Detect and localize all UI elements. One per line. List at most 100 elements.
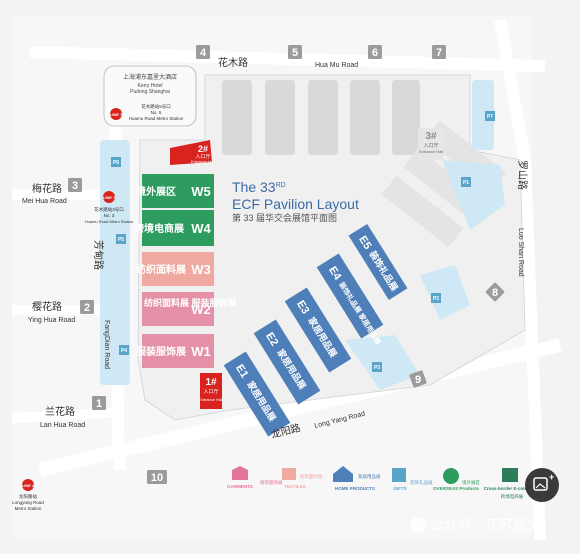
parking-p5-label: P5 bbox=[118, 237, 124, 243]
parking-p5 bbox=[116, 234, 126, 244]
metro-line2-icon bbox=[22, 479, 34, 491]
title-line2: ECF Pavilion Layout bbox=[232, 196, 359, 212]
legend-home-products: HOME PRODUCTS 家居用品展 bbox=[333, 466, 381, 491]
exhibition-site bbox=[100, 74, 526, 421]
watermark: 公众号 · 江苏嘉文 bbox=[410, 517, 540, 533]
gifts-icon bbox=[392, 468, 406, 482]
gate-7-num: 7 bbox=[436, 47, 442, 59]
gate-5-box bbox=[288, 45, 302, 59]
hall-w3[interactable] bbox=[142, 252, 214, 286]
hall-w5[interactable] bbox=[142, 174, 214, 208]
road-meihua-en: Mei Hua Road bbox=[22, 198, 67, 205]
legend-cross-border: Cross-border E-commerce 跨境电商展 bbox=[484, 468, 541, 500]
entrance-1[interactable]: 1# 入口厅 Entrance Hall bbox=[199, 373, 223, 409]
metro-exit3-cn: 花木路站3号口 bbox=[94, 206, 124, 213]
hotel-name-en1: Kerry Hotel bbox=[137, 83, 162, 89]
add-image-icon bbox=[533, 477, 548, 491]
parking-p3-label: P3 bbox=[374, 365, 380, 371]
entrance-3-en: Entrance Hall bbox=[419, 149, 443, 154]
gate-4-num: 4 bbox=[200, 47, 207, 59]
hall-w1-code: W1 bbox=[191, 344, 211, 359]
gate-3[interactable]: 3 bbox=[68, 178, 82, 192]
legend-cross-border-en: Cross-border E-commerce bbox=[484, 486, 541, 491]
hall-w3-code: W3 bbox=[191, 262, 211, 277]
gate-5[interactable]: 5 bbox=[288, 45, 302, 59]
gate-6[interactable]: 6 bbox=[368, 45, 382, 59]
entrance-2-cn: 入口厅 bbox=[195, 154, 210, 160]
hall-e4[interactable] bbox=[316, 253, 384, 339]
w-halls: 境外展区 W5 跨境电商展 W4 纺织面料展 W3 纺织面料展 服装服饰展 W2… bbox=[134, 174, 237, 368]
entrance-3-cn: 入口厅 bbox=[423, 143, 438, 149]
metro-line2: LINE 2 龙阳路站 Longyang Road Metro Station bbox=[12, 479, 44, 511]
add-image-button[interactable]: + bbox=[525, 468, 559, 502]
road-meihua-cn: 梅花路 bbox=[32, 182, 62, 195]
parking-p4 bbox=[119, 345, 129, 355]
gate-8[interactable]: 8 bbox=[485, 282, 505, 302]
gate-9-num: 9 bbox=[415, 374, 421, 386]
legend-garments: GARMENTS 服装服饰展 bbox=[227, 466, 283, 489]
hall-e1[interactable] bbox=[223, 351, 291, 437]
metro-exit3-icon-label: LINE 7 bbox=[103, 195, 116, 200]
hall-w4[interactable] bbox=[142, 210, 214, 246]
legend-home-products-en: HOME PRODUCTS bbox=[335, 486, 375, 491]
road-yinghua-cn: 樱花路 bbox=[32, 300, 62, 313]
hotel-outline bbox=[103, 65, 197, 127]
entrance-3[interactable]: 3# 入口厅 Entrance Hall bbox=[418, 128, 444, 160]
watermark-text: 公众号 · 江苏嘉文 bbox=[430, 517, 540, 533]
water-area-p2 bbox=[420, 265, 470, 320]
wechat-icon bbox=[410, 517, 426, 533]
parking-p4-label: P4 bbox=[121, 348, 127, 354]
cross-border-icon bbox=[502, 468, 518, 482]
parking-p2-label: P2 bbox=[433, 296, 439, 302]
road-fangdian-cn: 芳甸路 bbox=[92, 240, 105, 270]
gate-7-box bbox=[432, 45, 446, 59]
metro-line2-icon-label: LINE 2 bbox=[22, 483, 35, 488]
legend-gifts-en: GIFTS bbox=[393, 486, 406, 491]
parking-p2 bbox=[431, 293, 441, 303]
huamu-road bbox=[29, 46, 546, 72]
entrance-1-en: Entrance Hall bbox=[199, 397, 223, 402]
add-image-icon-plus: + bbox=[549, 472, 554, 482]
hall-e2[interactable] bbox=[253, 319, 321, 405]
gate-4[interactable]: 4 bbox=[196, 45, 210, 59]
building-north-4 bbox=[350, 80, 380, 155]
e-halls: E5 装饰礼品展 E4 装饰礼品展 家居用品展 E3 家居用品展 E2 家居用品… bbox=[223, 223, 408, 437]
gate-10[interactable]: 10 bbox=[147, 470, 167, 484]
water-area-p7 bbox=[472, 80, 494, 150]
water-area-p1 bbox=[442, 160, 505, 230]
metro-line7-icon-label: LINE 7 bbox=[110, 112, 123, 117]
hall-w3-name: 纺织面料展 bbox=[136, 263, 186, 276]
add-image-icon-mountain bbox=[535, 483, 546, 489]
entrance-2-en: Entrance Hall bbox=[191, 159, 215, 164]
entrance-2[interactable]: 2# 入口厅 Entrance Hall bbox=[170, 140, 215, 165]
gate-2[interactable]: 2 bbox=[80, 300, 94, 314]
road-fangdian-en: FangDian Road bbox=[103, 320, 110, 369]
legend-overseas-cn: 境外展区 bbox=[462, 479, 480, 486]
gate-1[interactable]: 1 bbox=[92, 396, 106, 410]
gate-3-num: 3 bbox=[72, 180, 78, 192]
metro-line2-en2: Metro Station bbox=[15, 506, 42, 511]
hall-w1[interactable] bbox=[142, 334, 214, 368]
gate-1-num: 1 bbox=[96, 398, 102, 410]
hall-e5[interactable] bbox=[348, 223, 408, 301]
hall-e3[interactable] bbox=[284, 287, 352, 373]
metro-line2-cn: 龙阳路站 bbox=[19, 493, 37, 500]
hall-w4-code: W4 bbox=[191, 221, 211, 236]
gate-8-box bbox=[485, 282, 505, 302]
gate-10-box bbox=[147, 470, 167, 484]
road-luoshan-cn: 罗山路 bbox=[516, 160, 529, 190]
building-north-2 bbox=[265, 80, 295, 155]
gate-9[interactable]: 9 bbox=[409, 370, 427, 388]
metro-exit3: LINE 7 花木路站3号口 No. 3 Huamu Road Metro St… bbox=[85, 191, 133, 224]
entrance-2-shape bbox=[170, 140, 212, 165]
gate-8-num: 8 bbox=[492, 287, 498, 299]
hall-w2[interactable] bbox=[142, 292, 214, 326]
entrance-1-num: 1# bbox=[205, 377, 217, 388]
gate-7[interactable]: 7 bbox=[432, 45, 446, 59]
gate-4-box bbox=[196, 45, 210, 59]
legend-cross-border-cn: 跨境电商展 bbox=[501, 493, 524, 500]
gate-2-num: 2 bbox=[84, 302, 90, 314]
legend-garments-en: GARMENTS bbox=[227, 484, 253, 489]
